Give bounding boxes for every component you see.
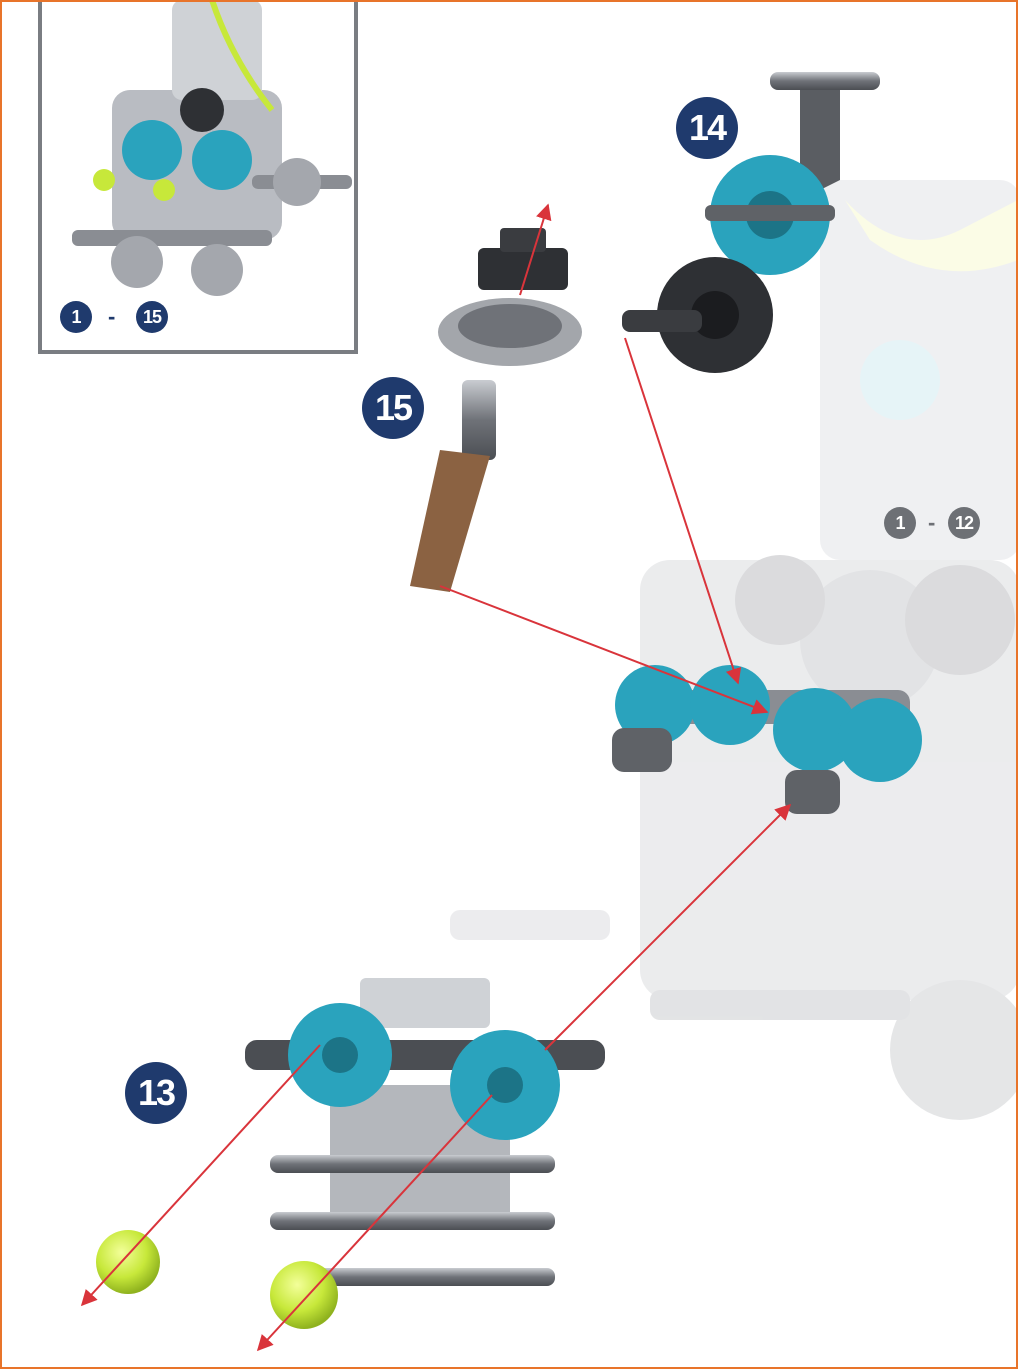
inset-model-image (42, 0, 354, 350)
inset-range-end-badge: 15 (136, 301, 168, 333)
reference-inset (38, 0, 358, 354)
inset-range-start-badge: 1 (60, 301, 92, 333)
ball-icon (96, 1230, 160, 1294)
rod-icon (270, 1212, 555, 1230)
rod-icon (270, 1155, 555, 1173)
rod-icon (462, 380, 496, 460)
step-13-assembly (245, 978, 605, 1286)
step-15-badge: 15 (362, 377, 424, 439)
step-13-badge: 13 (125, 1062, 187, 1124)
ball-icon (270, 1261, 338, 1329)
background-range-dash: - (928, 510, 935, 536)
brown-connector (410, 450, 490, 592)
step-15-parts (410, 228, 582, 592)
rod-icon (770, 72, 880, 90)
gear-icon (478, 228, 568, 290)
gear-icon (622, 257, 773, 373)
background-range-start-badge: 1 (884, 507, 916, 539)
inset-range-dash: - (108, 304, 115, 330)
step-14-badge: 14 (676, 97, 738, 159)
pulley-wheel-icon (438, 298, 582, 366)
background-range-end-badge: 12 (948, 507, 980, 539)
